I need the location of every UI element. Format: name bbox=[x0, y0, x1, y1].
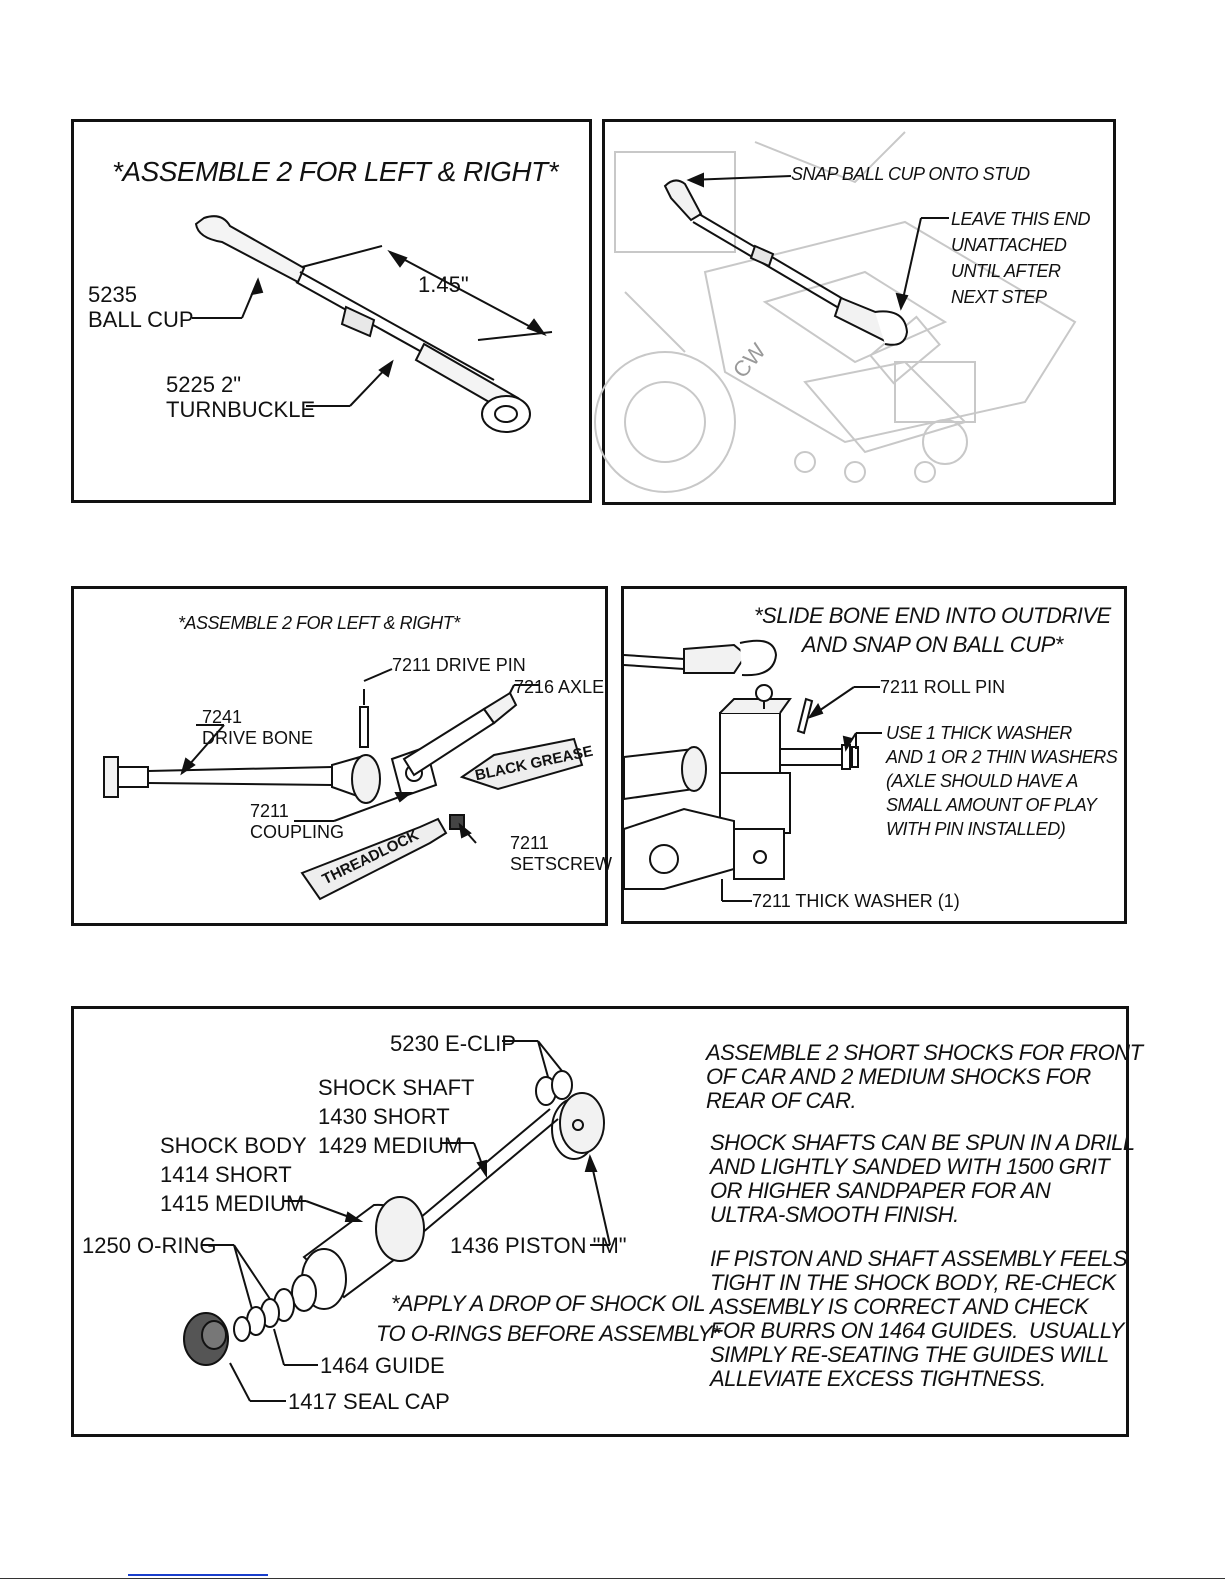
footer-link-underline[interactable] bbox=[128, 1574, 268, 1576]
guide-label: 1464 GUIDE bbox=[320, 1353, 445, 1378]
coupling-label: 7211 COUPLING bbox=[250, 801, 345, 842]
shock-shaft-label: SHOCK SHAFT 1430 SHORT 1429 MEDIUM bbox=[318, 1075, 475, 1158]
panel-shock-assembly: 5230 E-CLIP SHOCK SHAFT 1430 SHORT 1429 … bbox=[71, 1006, 1143, 1437]
shock-body-label: SHOCK BODY 1414 SHORT 1415 MEDIUM bbox=[160, 1133, 307, 1216]
shock-note-1: ASSEMBLE 2 SHORT SHOCKS FOR FRONT OF CAR… bbox=[706, 1040, 1143, 1113]
seal-cap-label: 1417 SEAL CAP bbox=[288, 1389, 450, 1414]
shock-note-2: SHOCK SHAFTS CAN BE SPUN IN A DRILL AND … bbox=[710, 1130, 1135, 1227]
panel4-title: *SLIDE BONE END INTO OUTDRIVE AND SNAP O… bbox=[754, 603, 1111, 657]
panel3-title: *ASSEMBLE 2 FOR LEFT & RIGHT* bbox=[178, 613, 460, 633]
eclip-label: 5230 E-CLIP bbox=[390, 1031, 516, 1056]
drive-pin-label: 7211 DRIVE PIN bbox=[392, 655, 526, 675]
thick-washer-label: 7211 THICK WASHER (1) bbox=[752, 891, 960, 911]
axle-label: 7216 AXLE bbox=[514, 677, 605, 697]
panel1-title: *ASSEMBLE 2 FOR LEFT & RIGHT* bbox=[112, 156, 559, 187]
piston-label: 1436 PISTON "M" bbox=[450, 1233, 627, 1258]
turnbuckle-drawing bbox=[192, 215, 553, 433]
panel-drive-bone-assembly: *ASSEMBLE 2 FOR LEFT & RIGHT* 7211 DRIVE… bbox=[71, 586, 612, 926]
chassis-drawing bbox=[594, 131, 1077, 493]
ball-cup-label: 5235 BALL CUP bbox=[88, 282, 194, 333]
washer-note: USE 1 THICK WASHER AND 1 OR 2 THIN WASHE… bbox=[886, 723, 1118, 839]
panel-turnbuckle-assembly: *ASSEMBLE 2 FOR LEFT & RIGHT* 5235 BALL … bbox=[71, 119, 592, 503]
shock-drawing bbox=[183, 1040, 611, 1402]
dimension-label: 1.45" bbox=[418, 272, 469, 297]
oring-label: 1250 O-RING bbox=[82, 1233, 217, 1258]
footer-rule bbox=[0, 1578, 1225, 1579]
panel-ball-cup-install: SNAP BALL CUP ONTO STUD LEAVE THIS END U… bbox=[594, 119, 1116, 505]
turnbuckle-label: 5225 2" TURNBUCKLE bbox=[166, 372, 316, 423]
panel-outdrive-install: *SLIDE BONE END INTO OUTDRIVE AND SNAP O… bbox=[621, 586, 1127, 924]
roll-pin-label: 7211 ROLL PIN bbox=[880, 677, 1006, 697]
snap-ball-cup-label: SNAP BALL CUP ONTO STUD bbox=[791, 164, 1030, 184]
setscrew-label: 7211 SETSCREW bbox=[510, 833, 613, 874]
outdrive-drawing bbox=[623, 639, 882, 902]
shock-oil-note: *APPLY A DROP OF SHOCK OIL TO O-RINGS BE… bbox=[376, 1291, 720, 1346]
shock-note-3: IF PISTON AND SHAFT ASSEMBLY FEELS TIGHT… bbox=[710, 1246, 1128, 1391]
drive-bone-label: 7241 DRIVE BONE bbox=[202, 707, 314, 748]
leave-end-label: LEAVE THIS END UNATTACHED UNTIL AFTER NE… bbox=[951, 209, 1091, 307]
drive-bone-drawing bbox=[103, 668, 584, 901]
